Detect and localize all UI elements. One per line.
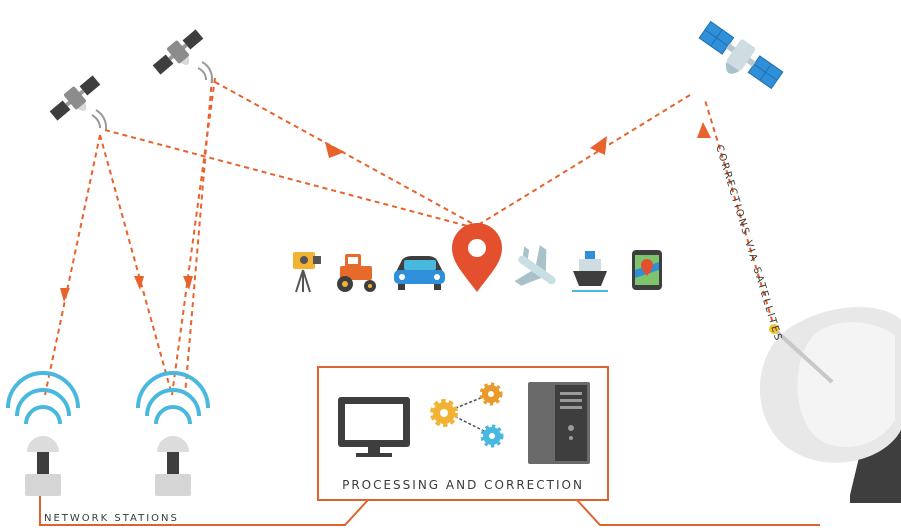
- arrow-to-pin-1: [325, 142, 345, 158]
- link-sat2-to-pin: [214, 81, 476, 226]
- satellite-signal-icon: [91, 109, 108, 131]
- phone-map-icon: [632, 250, 662, 290]
- satellite-icon: [49, 75, 101, 121]
- link-sat1-to-pin: [104, 129, 476, 229]
- arrow-to-station2-b: [183, 276, 193, 290]
- link-dish-to-sat3: [704, 99, 776, 331]
- processing-label: PROCESSING AND CORRECTION: [342, 478, 584, 492]
- tractor-icon: [337, 254, 376, 292]
- satellite-icon: [698, 20, 784, 90]
- monitor-icon: [338, 397, 410, 457]
- corrections-label: CORRECTIONS VIA SATELLITES: [713, 144, 784, 344]
- ship-icon: [572, 251, 608, 292]
- link-sat3-to-pin: [477, 94, 691, 226]
- arrow-to-station2-a: [134, 276, 144, 290]
- network-station-icon: [6, 371, 80, 496]
- location-pin-icon: [452, 223, 502, 292]
- airplane-icon: [514, 245, 556, 286]
- server-tower-icon: [528, 382, 590, 464]
- processing-box: [317, 366, 609, 501]
- link-sat2-to-station2-b: [184, 77, 213, 396]
- survey-instrument-icon: [293, 252, 321, 293]
- arrow-to-sat3: [697, 122, 711, 138]
- arrow-to-pin-2: [590, 136, 607, 155]
- satellite-dish-icon: [759, 307, 901, 503]
- link-sat1-to-station2: [99, 134, 173, 396]
- gears-network-icon: [430, 382, 504, 448]
- signal-lines: [44, 77, 776, 396]
- network-stations-label: NETWORK STATIONS: [44, 513, 179, 524]
- dish-connector: [576, 499, 820, 526]
- link-sat1-to-station1: [44, 134, 101, 396]
- arrowheads: [60, 122, 711, 302]
- satellite-icon: [152, 29, 204, 75]
- car-icon: [394, 256, 445, 290]
- network-connector: [39, 496, 369, 526]
- connector-lines: [39, 496, 820, 526]
- network-station-icon: [136, 371, 210, 496]
- arrow-to-station1: [60, 288, 70, 302]
- satellite-signal-icon: [197, 61, 214, 83]
